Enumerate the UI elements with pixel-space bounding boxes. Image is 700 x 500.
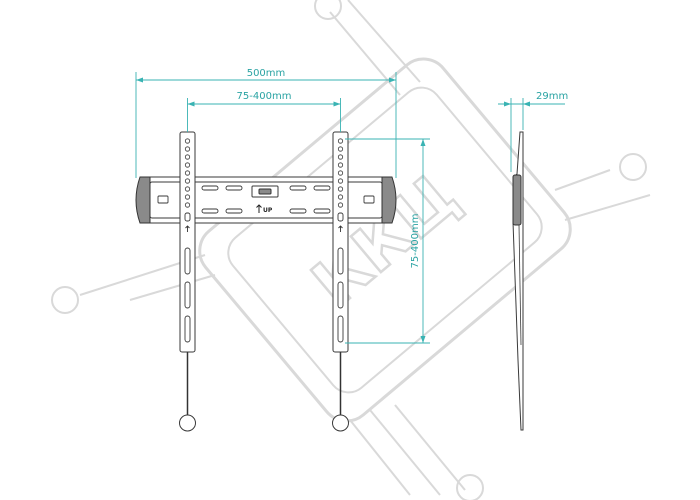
arm-hole-column — [184, 138, 191, 208]
arm-hole — [337, 186, 344, 192]
arm-hole — [184, 186, 191, 192]
arm-hole — [184, 162, 191, 168]
vertical-arm-left — [179, 131, 196, 432]
plate-slot — [289, 208, 307, 214]
side-edge — [518, 224, 522, 346]
watermark-frame-outer — [198, 57, 572, 423]
pull-ring — [179, 414, 196, 432]
plate-slot — [313, 185, 331, 191]
vesa-vertical-label: 75-400mm — [410, 214, 421, 269]
arrowhead — [523, 101, 530, 107]
arrowhead — [187, 101, 195, 107]
plate-slot — [313, 208, 331, 214]
arm-hole — [337, 146, 344, 152]
vesa-horizontal-label: 75-400mm — [237, 91, 292, 102]
arrowhead — [504, 101, 511, 107]
watermark-ray — [394, 404, 466, 491]
arm-hole — [184, 154, 191, 160]
arm-hole — [337, 194, 344, 200]
plate-slot — [225, 208, 243, 214]
arm-slot — [337, 247, 344, 275]
watermark-dot — [456, 474, 484, 500]
arm-arrow-icon — [185, 225, 190, 232]
arm-slot — [184, 212, 191, 222]
arm-hole-column — [337, 138, 344, 208]
watermark: ККЦ — [51, 0, 651, 500]
watermark-frame-inner — [227, 86, 543, 394]
arm-arrow-icon — [338, 225, 343, 232]
arm-slot — [337, 212, 344, 222]
wall-plate: UP — [135, 176, 397, 224]
plate-slot — [157, 195, 169, 204]
plate-slot — [225, 185, 243, 191]
watermark-ray — [129, 274, 216, 301]
plate-slot — [289, 185, 307, 191]
arm-slot — [184, 315, 191, 343]
up-arrow-icon — [256, 204, 262, 213]
arrowhead — [420, 139, 426, 146]
side-wall-plate — [512, 174, 522, 226]
arm-hole — [337, 162, 344, 168]
depth-label: 29mm — [536, 91, 568, 102]
plate-slot — [363, 195, 375, 204]
arrowhead — [389, 77, 396, 83]
end-cap-right — [381, 176, 397, 224]
arrowhead — [136, 77, 143, 83]
arm-hole — [337, 170, 344, 176]
arm-slot — [337, 315, 344, 343]
dimension-vesa-horizontal: 75-400mm — [187, 91, 341, 132]
arm-slot — [184, 247, 191, 275]
up-label: UP — [263, 207, 273, 214]
dimension-vesa-vertical: 75-400mm — [345, 138, 430, 344]
arm-hole — [337, 178, 344, 184]
watermark-ray — [554, 169, 611, 191]
pull-ring — [332, 414, 349, 432]
level-bubble — [258, 188, 272, 195]
plate-slot — [201, 185, 219, 191]
watermark-dot — [51, 286, 79, 314]
watermark-dot — [619, 153, 647, 181]
arrowhead — [420, 336, 426, 343]
arrowhead — [333, 101, 341, 107]
arm-hole — [337, 154, 344, 160]
watermark-dot — [314, 0, 342, 20]
arm-hole — [184, 170, 191, 176]
plate-slot — [201, 208, 219, 214]
arm-hole — [184, 138, 191, 144]
arm-slot — [337, 281, 344, 309]
side-view — [512, 131, 524, 431]
arm-hole — [184, 202, 191, 208]
watermark-ray — [564, 194, 651, 221]
arm-hole — [337, 138, 344, 144]
watermark-ray — [329, 11, 401, 96]
arm-hole — [184, 146, 191, 152]
arm-slot — [184, 281, 191, 309]
arm-hole — [337, 202, 344, 208]
dimension-overall-width: 500mm — [135, 68, 397, 178]
watermark-ray — [347, 0, 421, 83]
arm-hole — [184, 178, 191, 184]
overall-width-label: 500mm — [247, 68, 286, 79]
dimension-depth: 29mm — [498, 91, 568, 172]
end-cap-left — [135, 176, 151, 224]
watermark-ray — [349, 419, 411, 496]
watermark-ray — [369, 409, 441, 496]
arm-hole — [184, 194, 191, 200]
